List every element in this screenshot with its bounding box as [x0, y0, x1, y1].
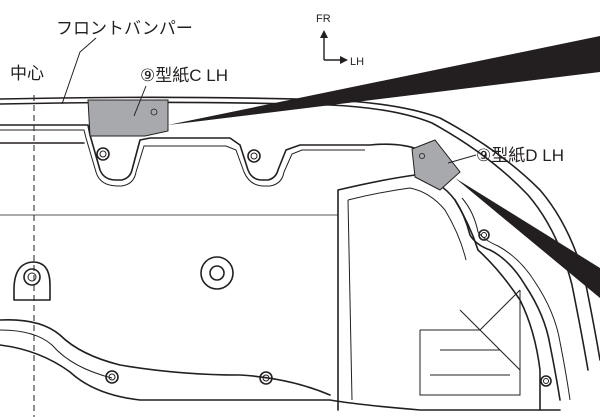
- bumper-inner-edge: [0, 101, 589, 371]
- template-c-patch: [87, 99, 169, 137]
- view-wedge-upper: [168, 36, 600, 125]
- center-label: 中心: [10, 64, 44, 83]
- bolt-hole-left: [96, 147, 110, 161]
- corner-module-inner: [347, 187, 467, 401]
- corner-flange-inner: [461, 197, 571, 401]
- template-d-mark: [418, 152, 425, 159]
- orientation-indicator: [320, 30, 348, 64]
- bolt-hole-lower-left: [105, 370, 119, 384]
- bolt-hole-lower-mid: [259, 371, 273, 385]
- leader-part-name: [61, 37, 97, 105]
- view-wedge-lower: [455, 178, 600, 298]
- corner-module-outer: [337, 174, 541, 411]
- template-c-label: ⑨型紙C LH: [140, 66, 228, 85]
- template-d-label: ⑨型紙D LH: [476, 146, 564, 165]
- side-label: LH: [350, 56, 364, 68]
- corner-module-ribs: [419, 289, 521, 396]
- template-c-mark: [150, 108, 158, 116]
- corner-flange: [454, 199, 561, 401]
- bolt-hole-mid: [247, 149, 261, 163]
- template-d-patch: [411, 139, 461, 191]
- bolt-hole-corner-upper: [478, 229, 490, 241]
- leader-template-d: [447, 154, 477, 164]
- lower-left-contour: [0, 318, 331, 396]
- bolt-hole-corner-lower: [540, 375, 552, 387]
- arrow-right-icon: [340, 56, 348, 64]
- reinforcement-upper-inner: [0, 129, 365, 187]
- center-boss: [200, 256, 234, 290]
- left-boss: [13, 261, 51, 301]
- reinforcement-upper: [0, 124, 421, 181]
- arrow-up-icon: [320, 30, 328, 38]
- leader-template-c: [133, 85, 147, 117]
- forward-label: FR: [316, 13, 331, 25]
- lower-left-contour-2: [0, 329, 113, 379]
- lower-edge: [0, 344, 561, 411]
- part-name-label: フロントバンパー: [56, 19, 193, 38]
